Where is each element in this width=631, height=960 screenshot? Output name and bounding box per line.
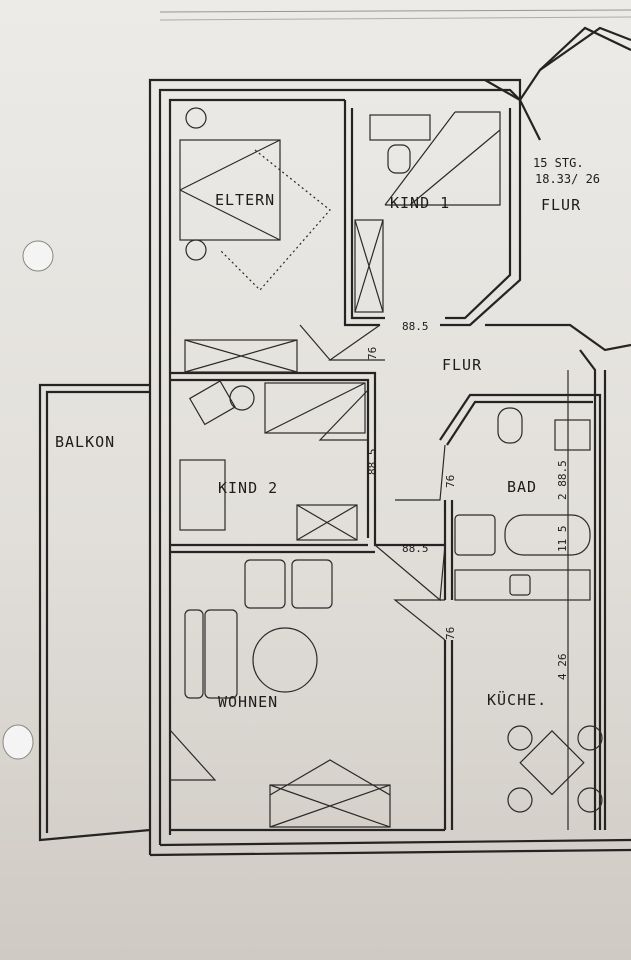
room-label-eltern: ELTERN <box>215 191 275 209</box>
stair-ratio: 18.33/ 26 <box>535 172 600 186</box>
dimension-label: 88.5 <box>402 320 429 333</box>
dimension-label: 88.5 <box>402 542 429 555</box>
dimension-label: 2 88.5 <box>556 460 569 500</box>
door-swings <box>169 324 446 796</box>
punch-hole <box>2 724 34 760</box>
room-label-flur: FLUR <box>442 356 482 374</box>
stair-steps: 15 STG. <box>533 156 584 170</box>
dimension-label: 11 5 <box>556 526 569 553</box>
room-label-kind1: KIND 1 <box>390 194 450 212</box>
outer-walls <box>148 26 631 857</box>
paper-edge-lines <box>159 9 631 21</box>
dimension-label: 88.5 <box>366 449 379 476</box>
interior-walls <box>38 100 631 842</box>
room-label-kind2: KIND 2 <box>218 479 278 497</box>
room-label-flur-stair: FLUR <box>541 196 581 214</box>
room-label-kueche: KÜCHE. <box>487 690 547 709</box>
room-label-balkon: BALKON <box>55 433 115 451</box>
room-label-bad: BAD <box>507 478 537 496</box>
dimension-label: 76 <box>444 475 457 488</box>
dimension-label: 76 <box>444 627 457 640</box>
wardrobes <box>179 111 501 828</box>
furniture <box>179 107 603 830</box>
dimension-label: 4 26 <box>556 654 569 681</box>
room-label-wohnen: WOHNEN <box>218 693 278 711</box>
dimension-label: 76 <box>366 347 379 360</box>
punch-hole <box>22 240 54 272</box>
